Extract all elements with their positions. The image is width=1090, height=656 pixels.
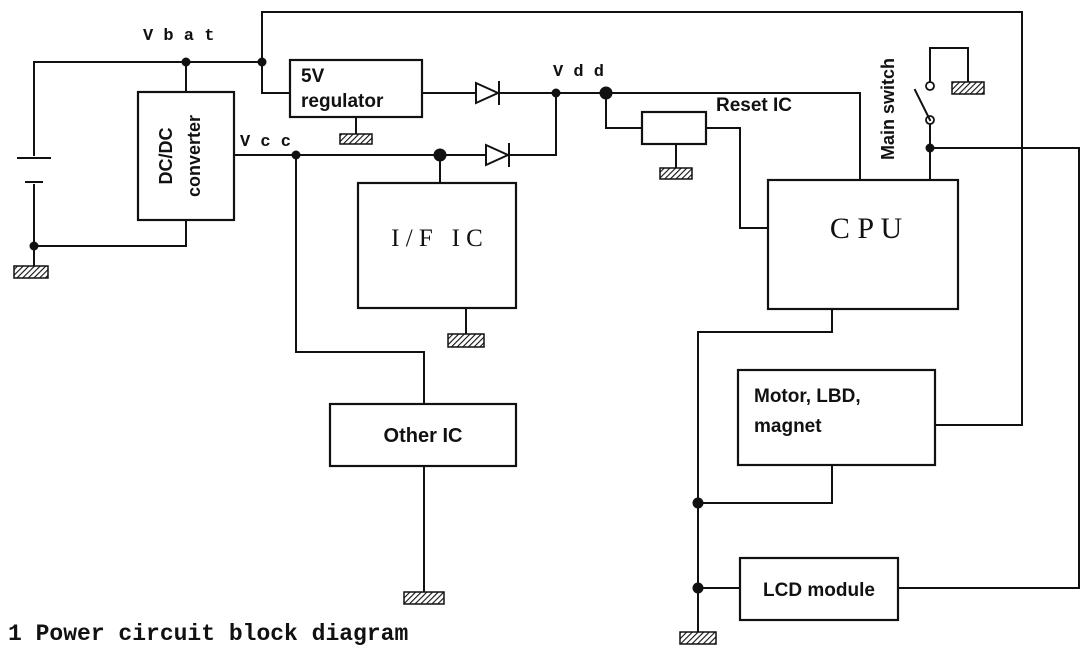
vbat-label: V b a t xyxy=(143,27,214,46)
cpu-label: C P U xyxy=(830,212,903,245)
reset-ic-box xyxy=(640,110,708,146)
cpu-box xyxy=(766,178,960,311)
dcdc-converter-label-line2: converter xyxy=(184,115,204,197)
if-ic-label: I / F I C xyxy=(391,225,483,252)
ground-icon xyxy=(447,333,485,348)
ground-icon xyxy=(403,591,445,605)
reset-ic-label: Reset IC xyxy=(716,95,792,116)
other-ic-box xyxy=(328,402,518,468)
ground-icon xyxy=(13,265,49,279)
ground-icon xyxy=(951,81,985,95)
diagram-caption: 1 Power circuit block diagram xyxy=(8,621,408,647)
dcdc-converter-box xyxy=(136,90,236,222)
regulator-label-line1: 5V xyxy=(301,66,325,87)
dcdc-converter-label-line1: DC/DC xyxy=(156,128,176,185)
vdd-label: V d d xyxy=(553,63,604,82)
regulator-label-line2: regulator xyxy=(301,91,384,112)
motor-lbd-magnet-label-line1: Motor, LBD, xyxy=(754,386,861,407)
regulator-box xyxy=(288,58,424,119)
lcd-module-label: LCD module xyxy=(763,580,875,601)
junction-dots xyxy=(29,57,935,594)
if-ic-box xyxy=(356,181,518,310)
other-ic-label: Other IC xyxy=(384,425,463,447)
ground-icon xyxy=(339,133,373,145)
motor-lbd-magnet-box xyxy=(736,368,937,467)
ground-icon xyxy=(659,167,693,180)
diode-icon xyxy=(485,143,511,167)
main-switch-label: Main switch xyxy=(878,58,898,160)
main-switch-symbol xyxy=(913,81,935,125)
battery-symbol xyxy=(17,157,51,183)
motor-lbd-magnet-label-line2: magnet xyxy=(754,416,822,437)
lcd-module-box xyxy=(738,556,900,622)
vcc-label: V c c xyxy=(240,133,291,152)
diode-icon xyxy=(475,81,501,105)
ground-icon xyxy=(679,631,717,645)
